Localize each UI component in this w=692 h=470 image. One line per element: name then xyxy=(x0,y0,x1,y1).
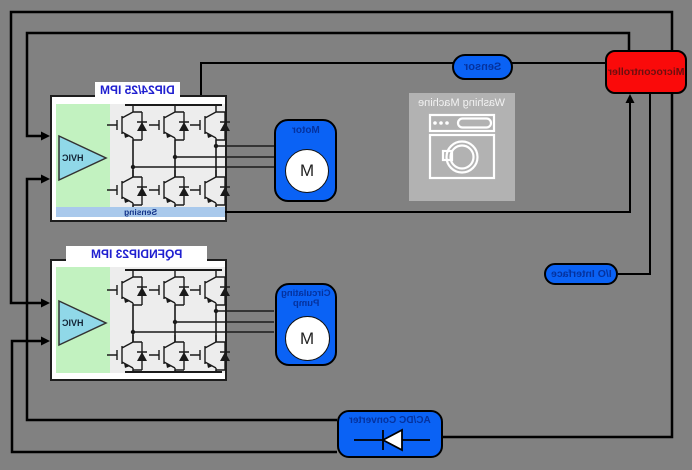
diode-icon xyxy=(354,428,430,452)
sensing-strip: Sensing xyxy=(56,207,225,217)
module-1-title: DIP24/25 IPM xyxy=(95,82,180,97)
hvic-label-2: HVIC xyxy=(62,318,84,328)
ipm-module-1-bridge-area xyxy=(110,104,225,207)
motor-block: Motor M xyxy=(274,119,337,202)
washing-machine-panel: Washing Machine xyxy=(409,93,515,201)
sensing-label: Sensing xyxy=(123,207,158,217)
ipm-module-2-bridge-area xyxy=(110,267,225,373)
microcontroller-label: Microcontroller xyxy=(607,66,685,78)
acdc-converter-block: AC/DC Converter xyxy=(337,410,443,458)
sensor-pill: Sensor xyxy=(452,54,513,80)
io-interface-label: I/O Interface xyxy=(550,268,612,280)
acdc-label: AC/DC Converter xyxy=(349,415,431,426)
washer-icon xyxy=(428,113,496,180)
module-2-title: PQFNDIP23 IPM xyxy=(66,246,207,261)
pump-label: Circulating Pump xyxy=(281,288,331,309)
hvic-label-1: HVIC xyxy=(62,153,84,163)
microcontroller-block: Microcontroller xyxy=(605,50,687,94)
motor-label: Motor xyxy=(291,125,320,136)
circulating-pump-block: Circulating Pump M xyxy=(275,283,337,366)
motor-symbol: M xyxy=(285,149,329,193)
sensor-label: Sensor xyxy=(463,61,502,73)
pump-symbol: M xyxy=(285,316,330,361)
io-interface-pill: I/O Interface xyxy=(544,263,618,285)
